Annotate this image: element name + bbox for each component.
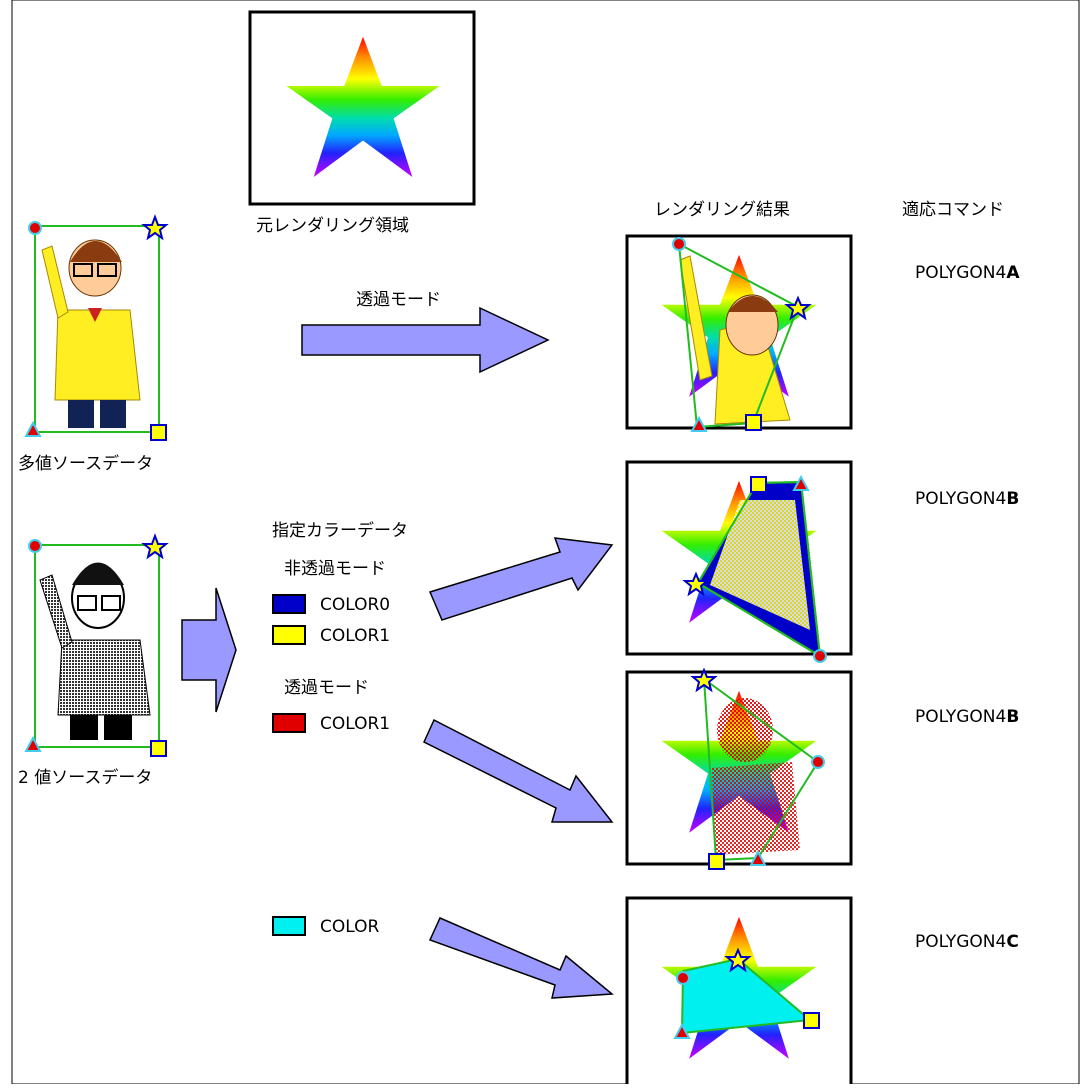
square-marker-icon [150,740,167,757]
star-marker-icon [690,667,718,693]
triangle-marker-icon [690,415,708,432]
render-result-label: レンダリング結果 [654,200,790,220]
command-b1-suffix: B [1006,489,1020,509]
swatch-color0-label: COLOR0 [320,595,391,615]
swatch-color-cyan [272,916,306,936]
star-marker-icon [141,533,169,560]
outer-frame [11,0,1080,1085]
circle-marker-icon [811,755,825,769]
command-b2: POLYGON4B [915,709,1019,726]
circle-marker-icon [672,237,686,251]
triangle-marker-icon [749,849,767,866]
swatch-color1-yellow-label: COLOR1 [320,626,391,646]
circle-marker-icon [676,971,690,985]
star-marker-icon [784,295,812,321]
triangle-marker-icon [792,474,810,491]
command-a-prefix: POLYGON4 [915,263,1007,283]
command-b2-suffix: B [1006,707,1020,727]
command-c-prefix: POLYGON4 [915,932,1007,952]
transparent-mode-label: 透過モード [284,678,369,698]
command-a: POLYGON4A [915,265,1020,282]
command-b1: POLYGON4B [915,491,1019,508]
circle-marker-icon [28,221,42,235]
result-box-b2 [625,667,853,870]
original-render-area [248,10,476,206]
multi-value-source-label: 多値ソースデータ [18,454,154,474]
swatch-color-cyan-label: COLOR [320,917,380,937]
multi-value-source-figure [24,214,169,441]
result-box-c [625,896,853,1088]
swatch-color0 [272,594,306,614]
circle-marker-icon [28,539,42,553]
circle-marker-icon [813,649,827,663]
star-marker-icon [141,214,169,241]
applied-command-label: 適応コマンド [902,200,1004,220]
arrow-downright-icon [428,917,614,999]
square-marker-icon [150,424,167,441]
swatch-color1-yellow [272,625,306,645]
original-render-area-label: 元レンダリング領域 [256,216,409,236]
arrow-upright-icon [428,537,614,621]
triangle-marker-icon [24,735,42,752]
command-b2-prefix: POLYGON4 [915,707,1007,727]
arrow-downright-icon [423,718,614,823]
square-marker-icon [750,476,767,493]
transparent-mode-top-label: 透過モード [356,290,441,310]
result-box-b1 [625,460,853,663]
triangle-marker-icon [673,1022,691,1039]
swatch-color1-red-label: COLOR1 [320,714,391,734]
square-marker-icon [708,853,725,870]
square-marker-icon [745,414,762,431]
star-marker-icon [682,571,710,597]
command-b1-prefix: POLYGON4 [915,489,1007,509]
specified-color-data-label: 指定カラーデータ [272,521,408,541]
command-c: POLYGON4C [915,934,1019,951]
triangle-marker-icon [24,420,42,437]
arrow-right-icon [301,306,550,374]
swatch-color1-red [272,713,306,733]
result-box-a [625,234,853,432]
arrow-right-icon [181,587,237,713]
command-a-suffix: A [1006,263,1020,283]
star-marker-icon [724,947,752,973]
command-c-suffix: C [1006,932,1019,952]
square-marker-icon [803,1012,820,1029]
binary-source-figure [24,533,169,757]
binary-source-label: 2 値ソースデータ [18,768,153,788]
non-transparent-mode-label: 非透過モード [284,559,386,579]
